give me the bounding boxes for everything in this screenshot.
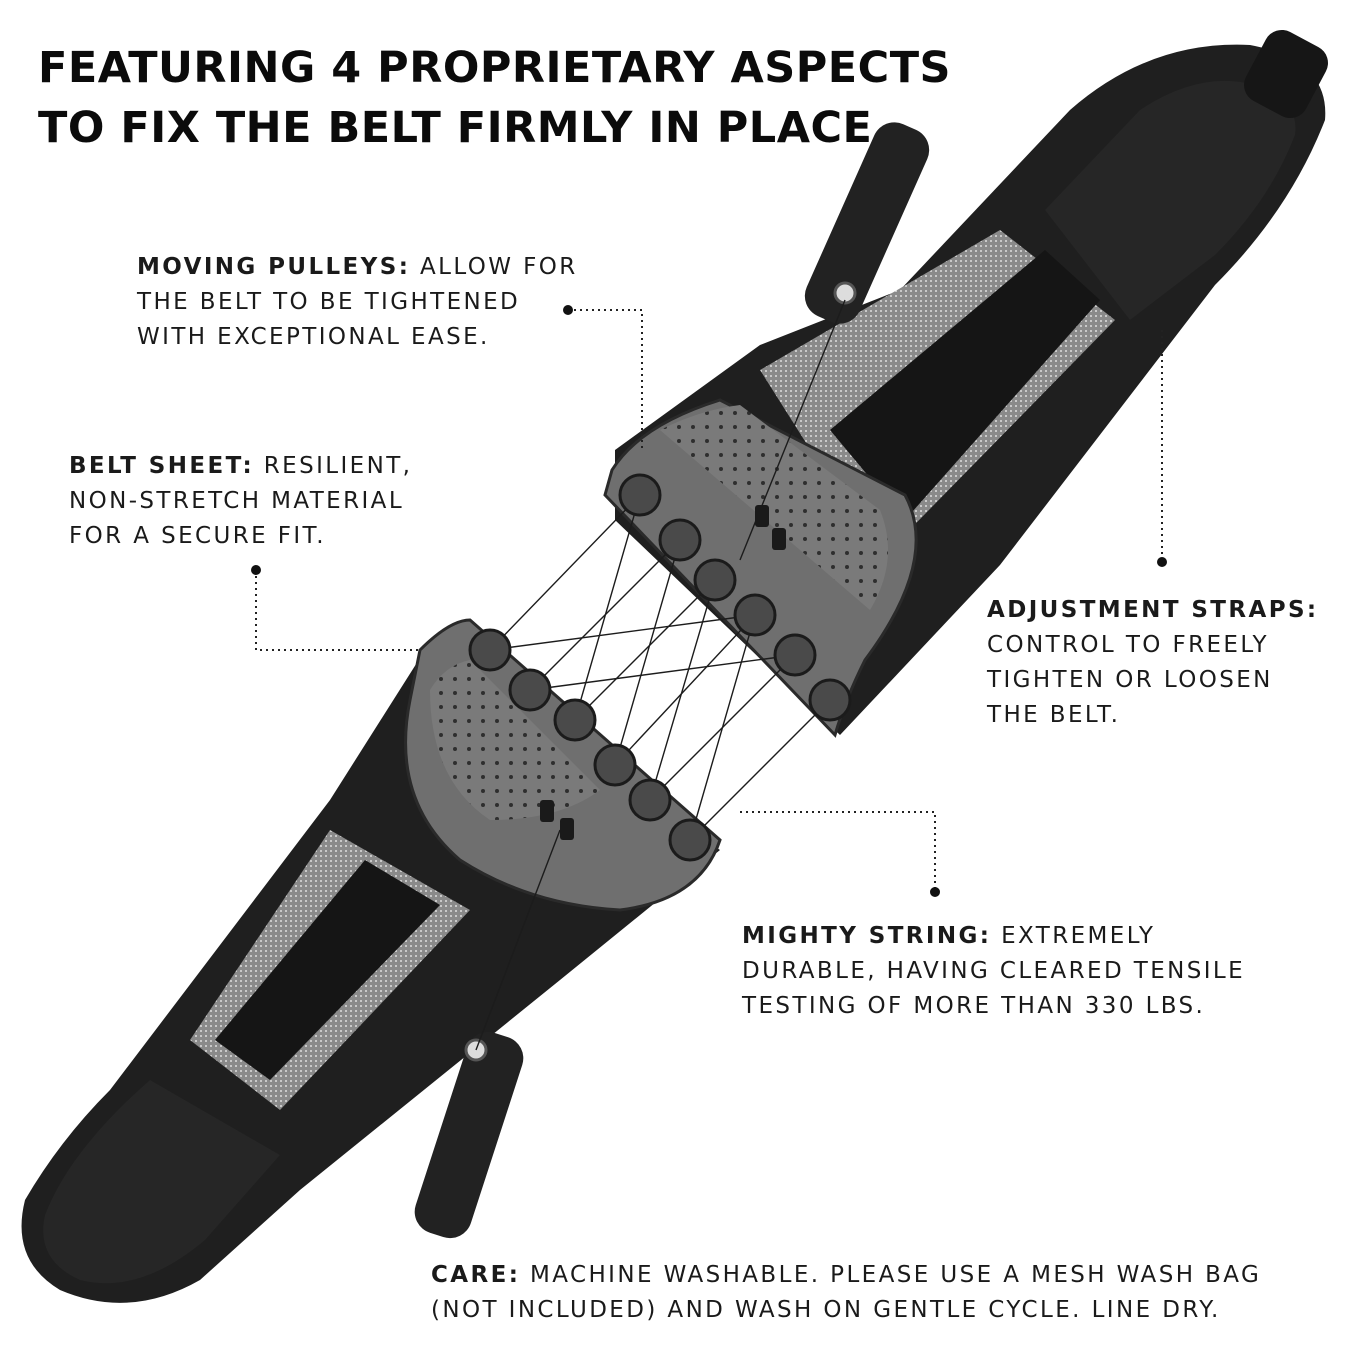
string: [529, 654, 796, 691]
lower-velcro-pad: [43, 1080, 280, 1284]
belt-sheet-leader: [255, 570, 420, 651]
string: [489, 494, 641, 651]
pulley: [508, 668, 552, 712]
belt-sheet-line-3: FOR A SECURE FIT.: [69, 523, 326, 549]
string: [574, 579, 716, 721]
belt-sheet-title: BELT SHEET:: [69, 453, 255, 479]
lower-panel-dots: [430, 660, 600, 820]
headline-line-2: TO FIX THE BELT FIRMLY IN PLACE: [38, 103, 873, 153]
moving-pulleys-title: MOVING PULLEYS:: [137, 254, 411, 280]
lower-belt-core: [215, 860, 440, 1080]
upper-pulleys: [618, 473, 852, 722]
top-strap-tab: [804, 122, 930, 324]
upper-belt-core: [830, 250, 1100, 520]
upper-panel-dots: [660, 405, 888, 610]
pulley: [693, 558, 737, 602]
lower-pulleys: [468, 628, 712, 862]
adjustment-straps-line-3: THE BELT.: [987, 702, 1121, 728]
leader-dot: [1157, 557, 1167, 567]
mighty-string-line-1: EXTREMELY: [991, 923, 1156, 949]
care-callout: CARE: MACHINE WASHABLE. PLEASE USE A MES…: [431, 1258, 1261, 1328]
upper-string-locks: [755, 505, 786, 550]
upper-end-tab: [1244, 29, 1328, 119]
string-lock: [540, 800, 554, 822]
adjustment-straps-line-1: CONTROL TO FREELY: [987, 632, 1269, 658]
string-lock: [560, 818, 574, 840]
bottom-strap-tab: [414, 1031, 524, 1239]
pulley: [468, 628, 512, 672]
adjustment-straps-callout: ADJUSTMENT STRAPS: CONTROL TO FREELY TIG…: [987, 593, 1319, 733]
string-lock: [772, 528, 786, 550]
belt-sheet-line-2: NON-STRETCH MATERIAL: [69, 488, 405, 514]
pulley: [733, 593, 777, 637]
mighty-string-line-2: DURABLE, HAVING CLEARED TENSILE: [742, 958, 1246, 984]
pulley: [808, 678, 852, 722]
adjustment-straps-line-2: TIGHTEN OR LOOSEN: [987, 667, 1273, 693]
string: [649, 579, 716, 801]
pulley: [773, 633, 817, 677]
upper-velcro-pad: [1045, 80, 1296, 320]
lower-string-locks: [540, 800, 574, 840]
string: [489, 614, 756, 651]
mighty-string-leader: [740, 811, 936, 892]
string: [614, 539, 681, 766]
care-line-2: (NOT INCLUDED) AND WASH ON GENTLE CYCLE.…: [431, 1297, 1221, 1323]
top-strap-eyelet: [833, 281, 857, 305]
string: [689, 614, 756, 841]
leader-dot: [563, 305, 573, 315]
care-line-1: MACHINE WASHABLE. PLEASE USE A MESH WASH…: [520, 1262, 1262, 1288]
care-title: CARE:: [431, 1262, 521, 1288]
moving-pulleys-callout: MOVING PULLEYS: ALLOW FOR THE BELT TO BE…: [137, 250, 578, 355]
moving-pulleys-line-2: THE BELT TO BE TIGHTENED: [137, 289, 521, 315]
strings: [475, 299, 846, 1051]
pulley: [593, 743, 637, 787]
mighty-string-callout: MIGHTY STRING: EXTREMELY DURABLE, HAVING…: [742, 919, 1245, 1024]
upper-belt-half: [603, 29, 1328, 738]
adjustment-straps-title: ADJUSTMENT STRAPS:: [987, 597, 1319, 623]
string: [475, 829, 561, 1051]
belt-sheet-line-1: RESILIENT,: [254, 453, 413, 479]
mighty-string-line-3: TESTING OF MORE THAN 330 LBS.: [742, 993, 1206, 1019]
leader-lines: [255, 309, 1163, 892]
moving-pulleys-leader: [568, 309, 643, 450]
pulley: [628, 778, 672, 822]
mighty-string-title: MIGHTY STRING:: [742, 923, 992, 949]
pulley: [668, 818, 712, 862]
moving-pulleys-line-3: WITH EXCEPTIONAL EASE.: [137, 324, 490, 350]
leader-dot: [251, 565, 261, 575]
lower-belt-half: [21, 618, 722, 1303]
leader-dots: [251, 305, 1167, 897]
leader-dot: [930, 887, 940, 897]
headline: FEATURING 4 PROPRIETARY ASPECTS TO FIX T…: [38, 38, 951, 158]
belt-sheet-callout: BELT SHEET: RESILIENT, NON-STRETCH MATER…: [69, 449, 412, 554]
string: [689, 699, 831, 841]
moving-pulleys-line-1: ALLOW FOR: [410, 254, 578, 280]
pulley: [618, 473, 662, 517]
top-strap: [804, 122, 930, 324]
headline-line-1: FEATURING 4 PROPRIETARY ASPECTS: [38, 43, 951, 93]
string-lock: [755, 505, 769, 527]
string: [614, 614, 756, 766]
pulley: [658, 518, 702, 562]
pulley: [553, 698, 597, 742]
